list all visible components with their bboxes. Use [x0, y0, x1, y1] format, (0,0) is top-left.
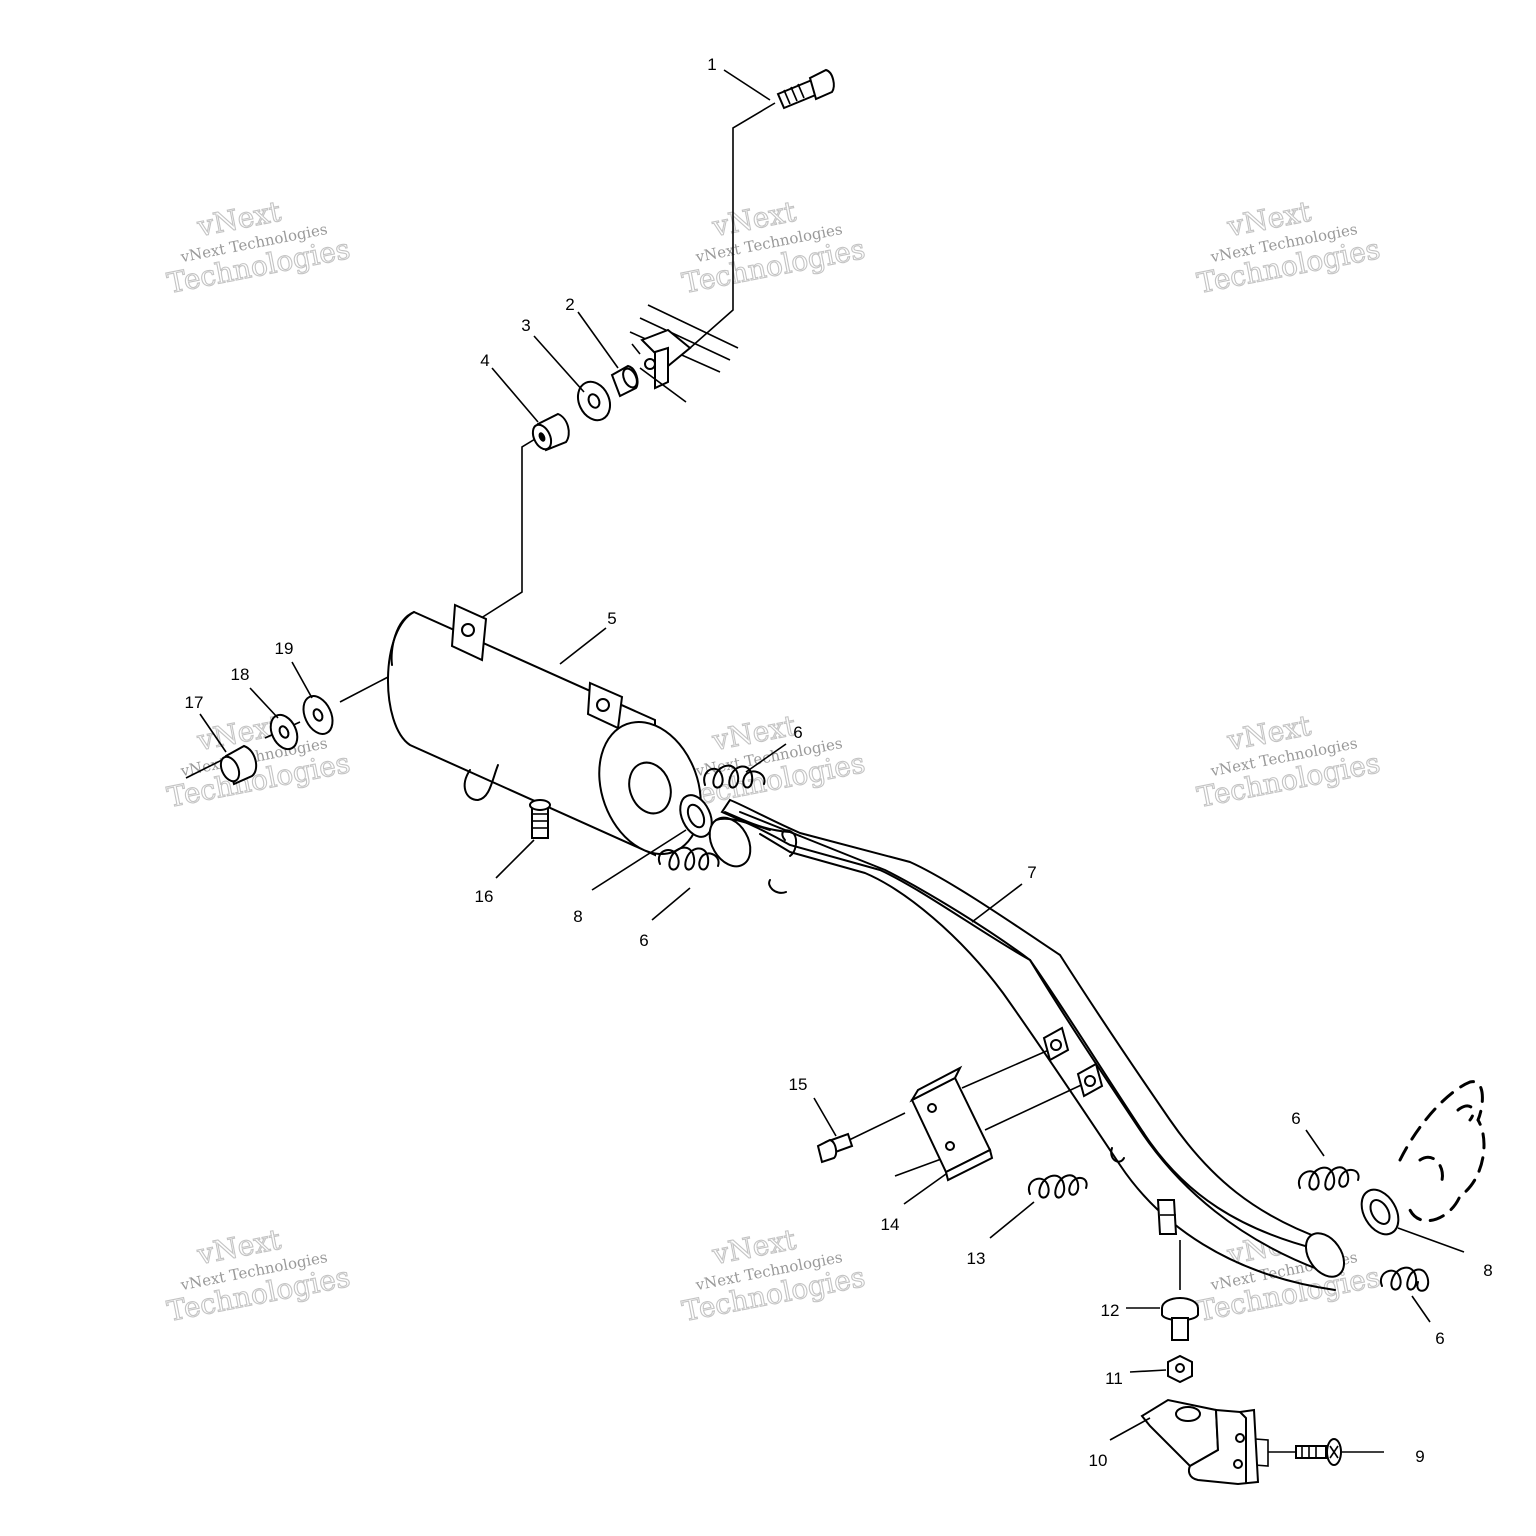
part-5-muffler	[387, 603, 702, 857]
callout-6: 6	[1435, 1329, 1444, 1348]
callout-labels: 1 2 3 4 5 6 6 8 16 7 6 15 14 13 6 8 6 12…	[185, 55, 1493, 1470]
part-6-spring	[1379, 1266, 1430, 1292]
part-19-washer	[302, 695, 334, 735]
watermark: vNext vNext Technologies Technologies	[164, 1222, 353, 1328]
callout-6: 6	[639, 931, 648, 950]
part-7-exhaust-pipe	[708, 798, 1346, 1291]
part-2-mount-bracket	[610, 304, 739, 403]
callout-14: 14	[881, 1215, 900, 1234]
callout-8: 8	[1483, 1261, 1492, 1280]
watermark: vNext vNext Technologies Technologies	[164, 194, 353, 300]
part-14-bracket-plate	[909, 1065, 994, 1182]
part-12-grommet	[1161, 1297, 1199, 1341]
callout-6: 6	[1291, 1109, 1300, 1128]
callout-15: 15	[789, 1075, 808, 1094]
callout-11: 11	[1105, 1369, 1123, 1388]
part-1-bolt	[776, 68, 835, 110]
part-11-nut	[1167, 1354, 1193, 1384]
callout-2: 2	[565, 295, 574, 314]
part-13-spring	[1027, 1174, 1088, 1199]
part-17-nut	[219, 744, 258, 786]
part-9-screw	[1295, 1438, 1342, 1466]
callout-3: 3	[521, 316, 530, 335]
callout-13: 13	[967, 1249, 986, 1268]
part-6-spring	[1297, 1166, 1360, 1191]
part-4-bushing	[531, 412, 570, 452]
callout-16: 16	[475, 887, 494, 906]
part-6-spring	[657, 846, 720, 871]
callout-17: 17	[185, 693, 204, 712]
engine-flange-outline	[1398, 1080, 1486, 1223]
callout-5: 5	[607, 609, 616, 628]
callout-10: 10	[1089, 1451, 1108, 1470]
callout-8: 8	[573, 907, 582, 926]
part-3-washer	[576, 380, 612, 422]
watermark: vNext vNext Technologies Technologies	[1194, 194, 1383, 300]
callout-12: 12	[1101, 1301, 1120, 1320]
callout-7: 7	[1027, 863, 1036, 882]
part-8-seal	[679, 794, 713, 838]
callout-6: 6	[793, 723, 802, 742]
part-16-screw	[529, 799, 551, 839]
part-6-spring	[703, 764, 766, 789]
part-15-bolt	[816, 1132, 854, 1164]
callout-19: 19	[275, 639, 294, 658]
callout-18: 18	[231, 665, 250, 684]
callout-1: 1	[707, 55, 716, 74]
part-10-mounting-bracket	[1140, 1398, 1260, 1486]
watermark: vNext vNext Technologies Technologies	[679, 1222, 868, 1328]
callout-9: 9	[1415, 1447, 1424, 1466]
watermark: vNext vNext Technologies Technologies	[679, 194, 868, 300]
leader-lines	[199, 69, 1465, 1453]
watermark: vNext vNext Technologies Technologies	[1194, 708, 1383, 814]
part-8-seal	[1360, 1188, 1400, 1236]
callout-4: 4	[480, 351, 489, 370]
